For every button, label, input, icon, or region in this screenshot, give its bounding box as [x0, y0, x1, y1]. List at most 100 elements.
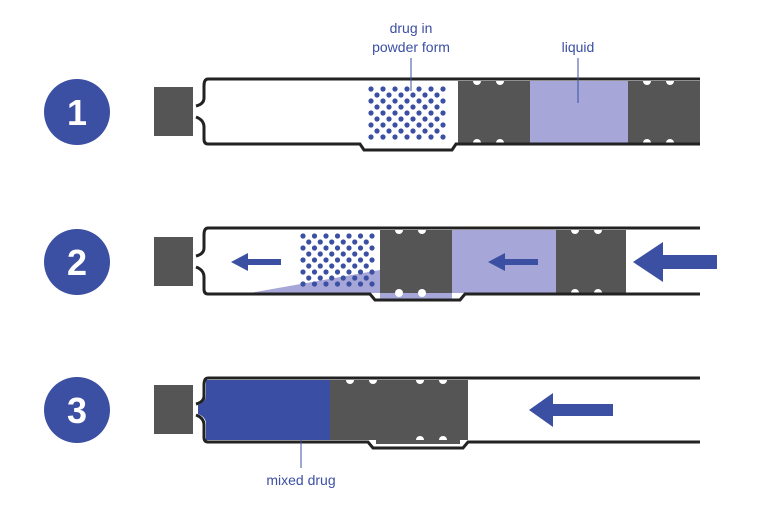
- needle-cap: [154, 87, 193, 136]
- powder-dot: [329, 251, 335, 257]
- powder-dot: [311, 281, 318, 287]
- powder-dot: [346, 233, 352, 239]
- powder-dot: [334, 269, 341, 275]
- powder-dot: [416, 134, 422, 140]
- powder-dot: [392, 110, 398, 116]
- powder-dot: [386, 92, 392, 98]
- powder-dot: [374, 104, 380, 110]
- powder-dot: [380, 98, 386, 104]
- powder-dot: [352, 239, 358, 245]
- powder-dot: [317, 263, 323, 269]
- step-badge-2: [44, 229, 110, 295]
- powder-dot: [380, 134, 386, 140]
- powder-dot: [410, 92, 416, 98]
- powder-dot: [334, 257, 341, 263]
- powder-dot: [357, 257, 364, 263]
- powder-dot: [380, 110, 386, 116]
- powder-dot: [368, 86, 374, 92]
- syringe-barrel: [195, 226, 700, 302]
- step-badge-1: [44, 79, 110, 145]
- powder-dot: [422, 104, 428, 110]
- powder-dot: [352, 275, 358, 281]
- liquid-bypass: [380, 293, 452, 299]
- stopper: [458, 77, 530, 147]
- powder-dot: [357, 245, 364, 251]
- powder-dots: [300, 233, 375, 287]
- powder-dot: [329, 263, 335, 269]
- powder-dot: [374, 128, 380, 134]
- powder-dot: [306, 263, 312, 269]
- powder-dot: [428, 122, 434, 128]
- powder-dot: [374, 92, 380, 98]
- label-powder-line2: powder form: [372, 39, 450, 55]
- step-badge-3: [44, 377, 110, 443]
- powder-dot: [346, 257, 352, 263]
- plunger: [628, 77, 700, 147]
- powder-dot: [369, 281, 375, 287]
- powder-dot: [306, 239, 312, 245]
- powder-dot: [368, 98, 374, 104]
- label-liquid: liquid: [562, 39, 595, 55]
- powder-dot: [392, 98, 398, 104]
- powder-dot: [311, 233, 318, 239]
- powder-dot: [340, 275, 346, 281]
- step-number-3: 3: [67, 390, 87, 431]
- step-2: 2: [44, 226, 717, 302]
- powder-dot: [386, 128, 392, 134]
- powder-dot: [300, 245, 306, 251]
- powder-dot: [357, 233, 364, 239]
- powder-dot: [363, 251, 369, 257]
- powder-dot: [404, 86, 410, 92]
- powder-dot: [334, 281, 341, 287]
- step-3: 3 mixed drug: [44, 376, 700, 488]
- mixed-drug: [198, 380, 330, 440]
- step-number-1: 1: [67, 92, 87, 133]
- powder-dot: [440, 98, 446, 104]
- powder-dot: [323, 257, 329, 263]
- powder-dot: [392, 122, 398, 128]
- powder-dot: [334, 233, 341, 239]
- powder-dot: [416, 86, 422, 92]
- syringe-barrel: [195, 376, 700, 450]
- powder-dot: [300, 281, 306, 287]
- label-mixed: mixed drug: [266, 472, 335, 488]
- powder-dot: [386, 116, 392, 122]
- powder-dot: [404, 122, 410, 128]
- powder-dot: [416, 110, 422, 116]
- powder-dot: [428, 98, 434, 104]
- powder-dot: [357, 269, 364, 275]
- powder-dot: [380, 122, 386, 128]
- powder-dot: [306, 251, 312, 257]
- powder-dot: [323, 281, 329, 287]
- powder-dot: [363, 263, 369, 269]
- powder-dot: [440, 110, 446, 116]
- powder-dot: [369, 245, 375, 251]
- step-number-2: 2: [67, 242, 87, 283]
- plunger: [556, 226, 626, 297]
- powder-dot: [440, 86, 446, 92]
- push-arrow-icon: [529, 393, 613, 427]
- powder-dot: [346, 281, 352, 287]
- arrow-left-icon: [231, 253, 281, 271]
- syringe-barrel: [195, 77, 700, 152]
- powder-dot: [357, 281, 364, 287]
- powder-dot: [300, 269, 306, 275]
- powder-dot: [329, 239, 335, 245]
- powder-dot: [404, 110, 410, 116]
- powder-dot: [374, 116, 380, 122]
- powder-dot: [368, 122, 374, 128]
- liquid-compartment: [530, 81, 628, 143]
- powder-dot: [428, 134, 434, 140]
- step-1: 1 drug in powder form liqu: [44, 20, 700, 152]
- powder-dot: [410, 116, 416, 122]
- powder-dot: [369, 257, 375, 263]
- powder-dot: [317, 275, 323, 281]
- powder-dot: [434, 116, 440, 122]
- powder-dot: [428, 110, 434, 116]
- powder-dot: [428, 86, 434, 92]
- stopper: [380, 226, 452, 297]
- powder-dot: [368, 110, 374, 116]
- powder-dot: [352, 251, 358, 257]
- powder-dot: [392, 86, 398, 92]
